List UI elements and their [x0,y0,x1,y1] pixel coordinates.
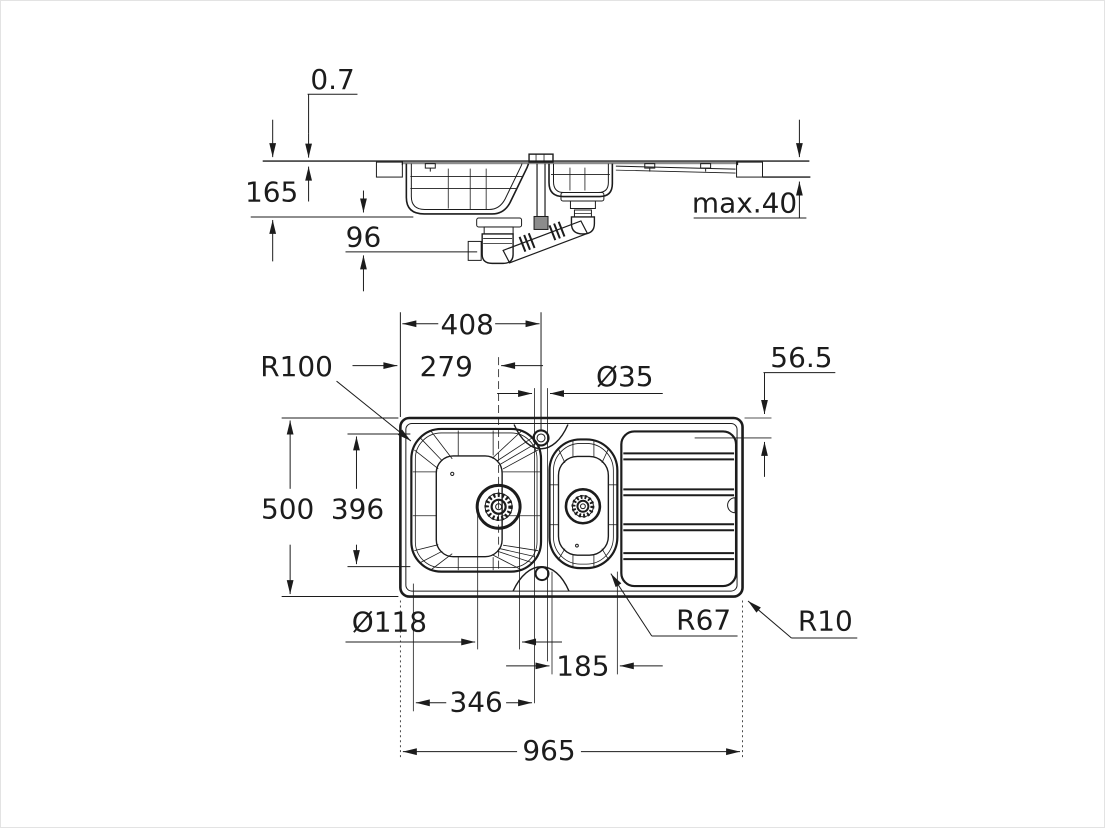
dim-overall-width: 965 [402,734,741,767]
dim-tap-dia-label: Ø35 [596,360,654,393]
dim-countertop-thickness-label: max.40 [692,186,797,219]
dim-countertop-thickness: max.40 [692,119,807,219]
dim-r67-label: R67 [676,603,731,636]
countertop-hatch-left [375,161,403,178]
dim-main-bowl-corner-radius: R100 [260,350,412,442]
dim-500-label: 500 [261,493,314,526]
half-bowl [548,438,619,570]
mounting-clips [424,163,712,172]
dim-overall-depth: 500 [261,420,314,595]
tap-hole [532,429,550,447]
dim-185-label: 185 [556,649,609,682]
overflow-pipe [533,163,549,230]
dim-drain-drop: 96 [345,190,478,292]
second-hole [534,566,550,582]
tap-hole-inner [536,433,546,443]
half-bowl-section [548,163,614,198]
dim-tap-hole-diameter: Ø35 [497,360,663,397]
dim-rim-thickness-label: 0.7 [310,63,354,96]
dim-r100-label: R100 [260,350,333,383]
drainer-grooves [620,430,738,588]
sink-outline [399,416,744,598]
dim-rim-thickness: 0.7 [305,63,358,202]
plan-view: 408 279 Ø35 R100 56.5 500 [260,308,858,767]
dim-965-label: 965 [522,734,575,767]
dim-56-5-label: 56.5 [770,341,832,374]
half-bowl-drain [560,192,605,235]
dim-drain-from-left: 279 [352,350,544,383]
dim-main-bowl-length: 396 [331,436,384,565]
dim-tap-hole-from-edge: 56.5 [761,341,836,477]
dim-tap-hole-from-left: 408 [402,308,540,341]
main-bowl-section [405,163,530,215]
countertop-hatch-right [736,161,763,178]
half-bowl-drain-strainer [564,488,602,525]
dim-bowl-depth-label: 165 [245,176,298,209]
dim-drain-hole-diameter: Ø118 [345,605,562,646]
dim-118-label: Ø118 [352,605,427,638]
dim-396-label: 396 [331,493,384,526]
dim-408-label: 408 [441,308,494,341]
drainer-section-lines [615,165,736,174]
dim-drain-drop-label: 96 [346,220,382,253]
dim-outer-corner-radius: R10 [747,600,858,639]
dim-bowl-depth: 165 [245,119,414,262]
dim-r10-label: R10 [798,604,853,637]
dim-279-label: 279 [420,350,473,383]
tap-mount-block [528,153,554,163]
witness-lines [281,312,772,761]
drainer-notch [727,497,736,514]
main-bowl [410,427,543,573]
main-drain-trap [467,217,589,265]
dim-346-label: 346 [450,685,503,718]
side-section-view: 0.7 165 96 max.40 [245,63,811,292]
dim-half-bowl-radius: R67 [610,573,738,636]
dim-hole-spacing: 346 [415,685,533,718]
dim-half-bowl-width: 185 [506,649,663,682]
